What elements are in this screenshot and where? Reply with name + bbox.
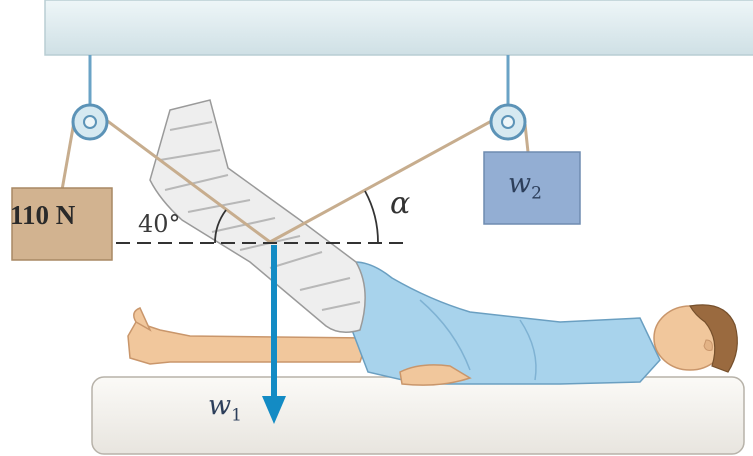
gown-fold-2 [519,319,537,381]
left-weight-label: 110 N [10,200,76,230]
leg-weight-label: w1 [208,390,242,425]
w2-sub: 2 [531,183,542,204]
w1-var: w [208,390,232,421]
patient-right-leg [127,321,370,365]
w1-sub: 1 [231,405,242,426]
left-weight-block [11,187,113,261]
angle-arc-40 [214,209,227,244]
patient-gown [351,261,661,385]
right-pulley [489,103,527,141]
leg-cast [149,99,366,333]
ropes [60,106,530,244]
right-weight-block [483,151,581,225]
patient-arm [399,364,472,386]
w2-var: w [508,168,532,199]
left-pulley [71,103,109,141]
patient-hair [689,304,738,373]
patient-ear [703,339,713,351]
patient-foot [133,307,152,332]
bed [91,376,745,455]
ceiling-beam [44,0,753,56]
w1-arrow-head [262,396,286,424]
right-weight-label: w2 [508,168,542,203]
alpha-angle-label: α [390,186,411,221]
angle-arc-alpha [364,190,379,244]
gown-fold [419,299,471,371]
left-angle-label: 40° [138,210,181,238]
cast-stripes [159,121,361,311]
